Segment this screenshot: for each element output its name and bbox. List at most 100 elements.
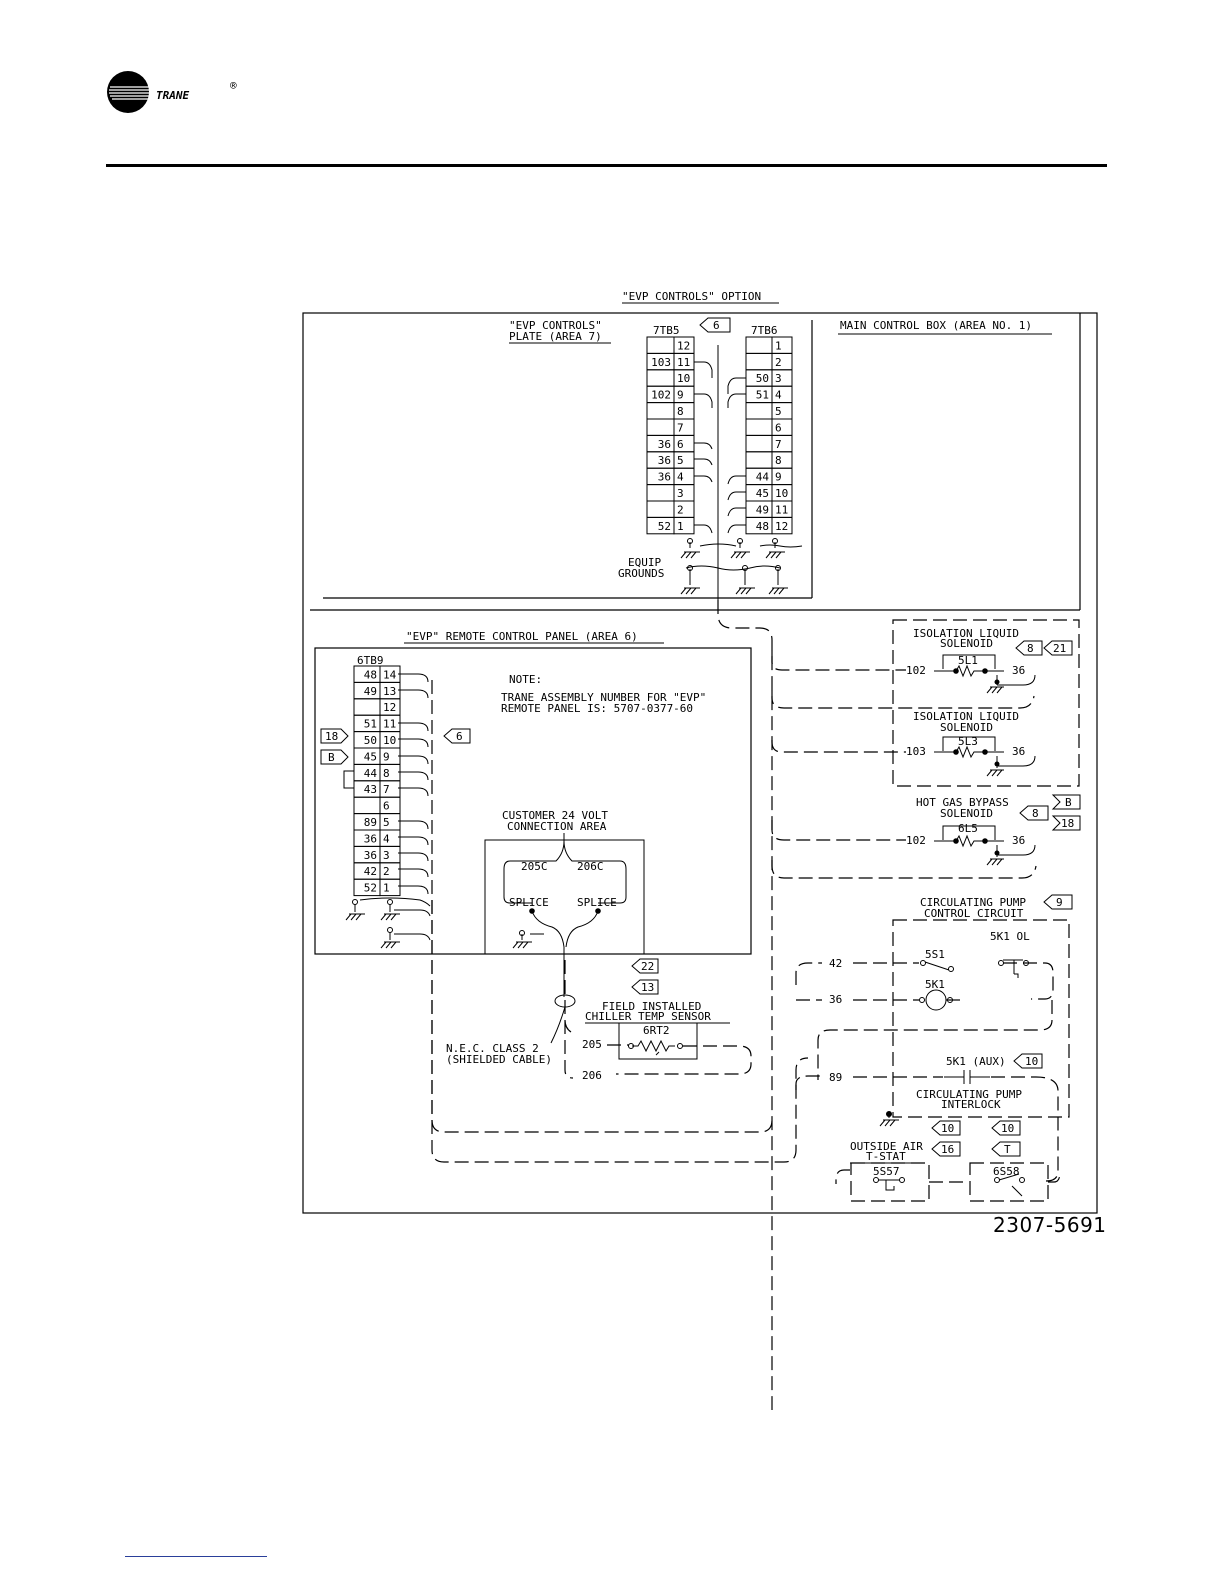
diagram-border <box>302 312 1098 1214</box>
plate-label-2: PLATE (AREA 7) <box>509 330 602 343</box>
sol1-ref-b: 21 <box>1053 642 1066 655</box>
terminal-row: 8 <box>745 451 793 469</box>
wire-206: 206 <box>582 1069 602 1082</box>
ref-16-flag <box>931 1141 961 1157</box>
terminal-number: 3 <box>677 487 684 500</box>
sol1-id: 5L1 <box>958 654 978 667</box>
ref-13: 13 <box>641 981 654 994</box>
splice-1: SPLICE <box>509 896 549 909</box>
tstat-wires <box>835 1169 1061 1184</box>
splice-2: SPLICE <box>577 896 617 909</box>
ref-t: T <box>1004 1143 1011 1156</box>
trane-logo: TRANE ® <box>107 71 237 113</box>
sol2-label-1: ISOLATION LIQUID <box>913 710 1019 723</box>
pump-ref: 9 <box>1056 896 1063 909</box>
terminal-number: 9 <box>677 389 684 402</box>
pump-label-2: CONTROL CIRCUIT <box>924 907 1024 920</box>
terminal-number: 2 <box>775 356 782 369</box>
wire-206c: 206C <box>577 860 604 873</box>
wire-number: 44 <box>756 471 770 484</box>
wire-number: 50 <box>756 372 769 385</box>
sol3-ref-b-flag <box>1051 794 1081 810</box>
tb9-label: 6TB9 <box>357 654 384 667</box>
sol1-label-1: ISOLATION LIQUID <box>913 627 1019 640</box>
note-line-2: REMOTE PANEL IS: 5707-0377-60 <box>501 702 693 715</box>
sensor-id: 6RT2 <box>643 1024 670 1037</box>
terminal-number: 3 <box>775 372 782 385</box>
tstat-5s57 <box>850 1162 930 1202</box>
k1-aux-ref: 10 <box>1025 1055 1038 1068</box>
isolation-solenoid-area <box>892 619 1080 787</box>
ref-t-flag <box>991 1141 1021 1157</box>
tstat-2: T-STAT <box>866 1150 906 1163</box>
diagram-title: "EVP CONTROLS" OPTION <box>622 290 761 303</box>
terminal-number: 9 <box>383 750 390 763</box>
terminal-row: 6 <box>353 796 401 815</box>
pump-circuit-area <box>892 919 1070 1118</box>
s58: 6S58 <box>993 1165 1020 1178</box>
terminal-number: 8 <box>677 405 684 418</box>
terminal-row: 3 <box>646 484 695 502</box>
interlock-1: CIRCULATING PUMP <box>916 1088 1022 1101</box>
terminal-row: 52 1 <box>646 516 695 535</box>
wire-number: 48 <box>756 520 769 533</box>
tb9-ref-6: 6 <box>456 730 463 743</box>
sensor-6rt2 <box>618 1022 698 1060</box>
terminal-number: 12 <box>677 339 690 352</box>
terminal-number: 3 <box>383 849 390 862</box>
sensor-label-1: FIELD INSTALLED <box>602 1000 701 1013</box>
terminal-row: 12 <box>646 336 695 354</box>
wire-205c: 205C <box>521 860 548 873</box>
note-title: NOTE: <box>509 673 542 686</box>
tstat-1: OUTSIDE AIR <box>850 1140 923 1153</box>
k1-ol: 5K1 OL <box>990 930 1030 943</box>
sol1-ref-a-flag <box>1015 640 1043 656</box>
sensor-leads <box>607 1044 752 1075</box>
wire-number: 49 <box>756 503 769 516</box>
drawing-number: 2307-5691 <box>993 1213 1107 1237</box>
tb-interconnect-wires <box>694 345 746 600</box>
tb9-ref-18-flag <box>320 728 349 744</box>
terminal-number: 1 <box>677 520 684 533</box>
terminal-number: 1 <box>383 882 390 895</box>
wire-number: 36 <box>658 454 671 467</box>
nec-label-1: N.E.C. CLASS 2 <box>446 1042 539 1055</box>
terminal-row: 45 9 <box>353 747 401 765</box>
wire-number: 36 <box>364 832 377 845</box>
ref-22-flag <box>631 958 659 974</box>
tb9-wire-stubs <box>345 673 431 949</box>
terminal-number: 12 <box>775 520 788 533</box>
terminal-number: 10 <box>677 372 690 385</box>
remote-control-panel <box>314 647 752 955</box>
wire-number: 51 <box>364 718 377 731</box>
pump-motor-5k1 <box>925 989 947 1011</box>
terminal-number: 13 <box>383 685 396 698</box>
ref-16: 16 <box>941 1143 954 1156</box>
terminal-row: 10 <box>646 369 695 387</box>
k1-aux: 5K1 (AUX) <box>946 1055 1006 1068</box>
terminal-number: 7 <box>677 421 684 434</box>
wire-number: 52 <box>658 520 671 533</box>
trunk-cable <box>717 600 773 1410</box>
s1: 5S1 <box>925 948 945 961</box>
sol2-left: 103 <box>906 745 926 758</box>
ref-22: 22 <box>641 960 654 973</box>
wire-number: 45 <box>364 750 377 763</box>
sol1-ref-a: 8 <box>1027 642 1034 655</box>
sol2-right: 36 <box>1012 745 1025 758</box>
sol3-ref-18-flag <box>1051 815 1081 831</box>
terminal-row: 12 <box>353 698 401 716</box>
header-rule <box>106 164 1107 167</box>
terminal-number: 2 <box>383 865 390 878</box>
terminal-row: 48 12 <box>745 516 793 535</box>
